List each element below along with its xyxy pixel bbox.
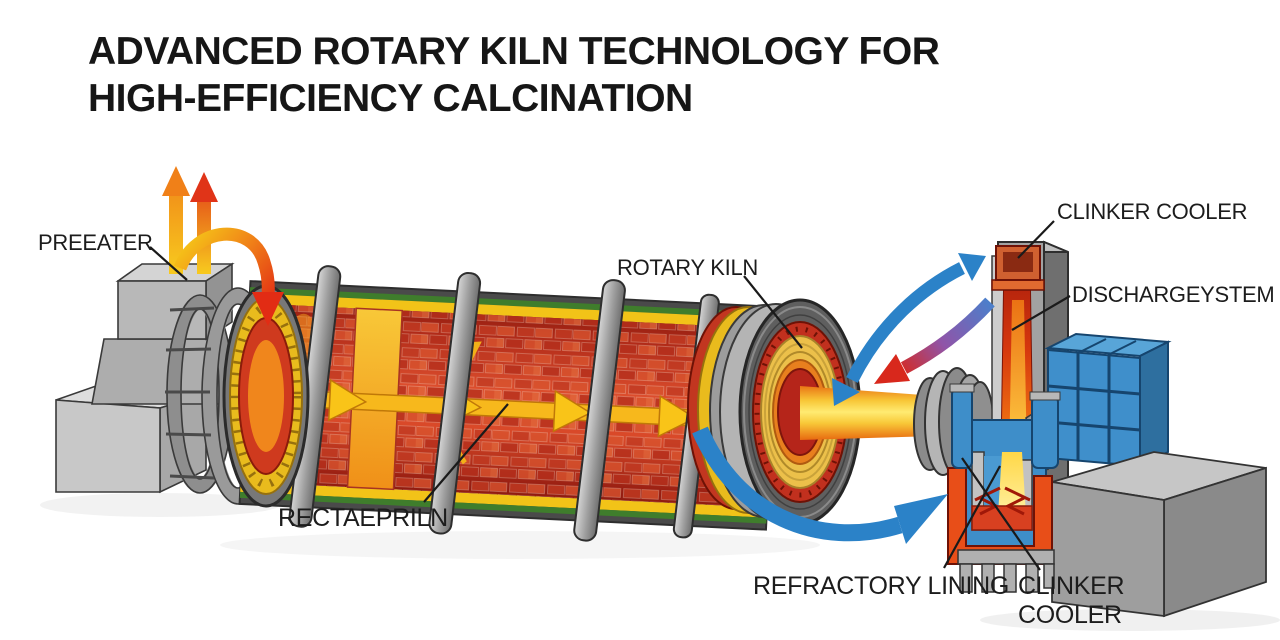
label-clinker-cooler-bottom-line2: COOLER [1018,601,1122,629]
title-line-1: ADVANCED ROTARY KILN TECHNOLOGY FOR [88,30,940,73]
label-kiln-interior: RECTAEPRILN [278,504,448,532]
title-line-2: HIGH-EFFICIENCY CALCINATION [88,77,693,120]
cooling-air-arrow-bottom [692,426,948,544]
label-clinker-cooler-top: CLINKER COOLER [1057,199,1248,224]
clinker-cooler-vessel [947,383,1061,593]
label-clinker-cooler-bottom-line1: CLINKER [1018,572,1125,600]
right-pedestal-block [1051,451,1267,618]
preheater-gas-arrow [173,227,284,326]
label-preheater: PREEATER [38,230,153,255]
label-discharge-system: DISCHARGEYSTEM [1072,282,1275,307]
label-rotary-kiln: ROTARY KILN [617,255,758,280]
hot-gas-return-arrow [874,297,995,384]
secondary-air-arrow-blue [832,253,986,406]
label-clinker-cooler-bottom: CLINKER COOLER [1018,572,1125,630]
cooler-grate [957,549,1055,593]
label-refractory-lining: REFRACTORY LINING [753,572,1010,600]
preheater-exhaust-arrows [162,166,218,274]
ground-shadows [40,493,1280,631]
kiln-feed-end-rings [222,284,310,508]
pointer-lines [149,220,1071,571]
page-title: ADVANCED ROTARY KILN TECHNOLOGY FOR HIGH… [88,28,940,122]
